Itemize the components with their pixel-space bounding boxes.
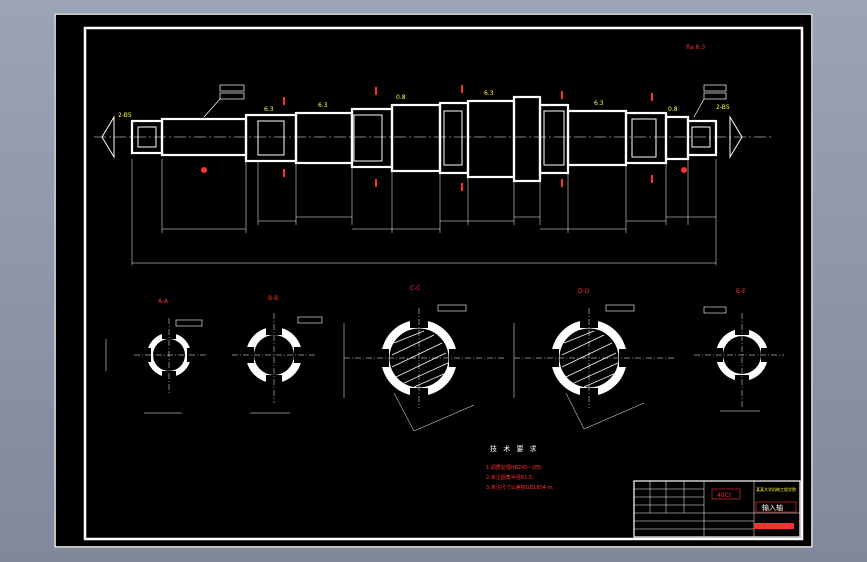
part-name: 输入轴 xyxy=(762,503,783,512)
section-d-d: D-D xyxy=(513,288,674,430)
svg-text:E-E: E-E xyxy=(736,288,746,295)
svg-text:0.8: 0.8 xyxy=(668,106,678,113)
technical-requirements: 技 术 要 求 1.调质处理HB240~285; 2.未注圆角半径R1.5; 3… xyxy=(486,444,554,491)
inner-frame xyxy=(83,26,804,541)
school-name: 某某大学机械工程学院 xyxy=(756,486,796,492)
svg-text:6.3: 6.3 xyxy=(318,102,328,109)
section-e-e: E-E xyxy=(694,288,784,412)
svg-text:B-B: B-B xyxy=(268,295,278,302)
svg-text:6.3: 6.3 xyxy=(264,106,274,113)
shaft-drawing: Ra 6.3 xyxy=(54,13,813,548)
svg-text:6.3: 6.3 xyxy=(484,90,494,97)
section-a-a: A-A xyxy=(105,298,206,414)
section-views: A-A B-B xyxy=(105,285,784,432)
tech-req-item-2: 2.未注圆角半径R1.5; xyxy=(486,474,534,481)
section-b-b: B-B xyxy=(232,295,323,414)
shaft-main-view xyxy=(101,95,743,183)
roughness-note: Ra 6.3 xyxy=(686,44,705,51)
tech-req-item-1: 1.调质处理HB240~285; xyxy=(486,464,543,471)
section-cut-markers xyxy=(201,85,687,191)
svg-text:0.8: 0.8 xyxy=(396,94,406,101)
material: 40Cr xyxy=(717,492,732,499)
tolerance-frames xyxy=(203,84,727,118)
svg-text:2-B5: 2-B5 xyxy=(118,112,132,119)
svg-text:C-C: C-C xyxy=(410,285,421,292)
dimension-lines xyxy=(131,159,717,265)
tech-req-item-3: 3.未注尺寸公差按GB1804-m; xyxy=(486,484,554,491)
svg-text:6.3: 6.3 xyxy=(594,100,604,107)
tech-req-title: 技 术 要 求 xyxy=(490,444,539,453)
outer-border xyxy=(54,13,813,548)
svg-text:D-D: D-D xyxy=(578,288,590,295)
svg-text:A-A: A-A xyxy=(158,298,169,305)
drawing-sheet: Ra 6.3 xyxy=(54,13,813,548)
title-block: 40Cr 某某大学机械工程学院 输入轴 xyxy=(633,480,801,538)
section-c-c: C-C xyxy=(343,285,504,432)
shaft-roughness-marks: 6.3 6.3 0.8 6.3 6.3 0.8 2-B5 2-B5 xyxy=(118,90,730,119)
svg-text:2-B5: 2-B5 xyxy=(716,104,730,111)
